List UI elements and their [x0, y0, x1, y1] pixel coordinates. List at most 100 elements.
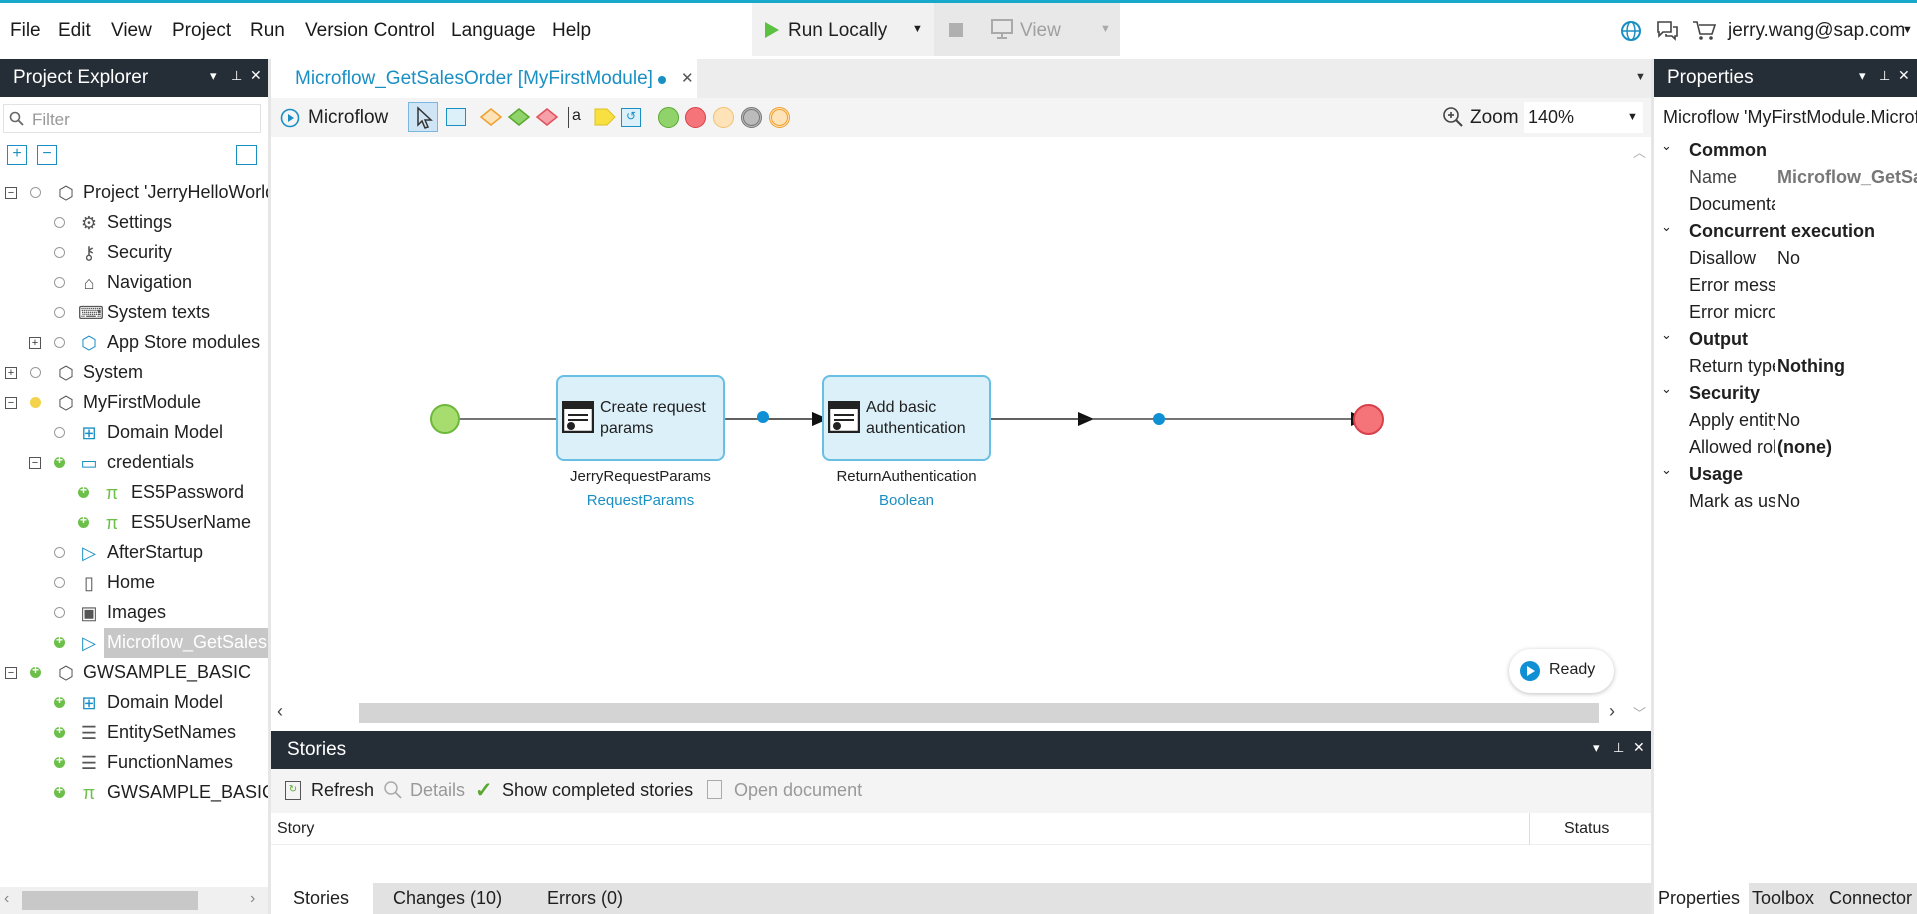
user-account[interactable]: jerry.wang@sap.com	[1728, 20, 1906, 41]
dropdown-icon[interactable]: ▾	[210, 68, 217, 83]
tree-item-entitysetnames[interactable]: ☰EntitySetNames	[0, 718, 268, 748]
menu-help[interactable]: Help	[552, 20, 592, 41]
chevron-down-icon[interactable]: ⌄	[1661, 381, 1672, 396]
tab-list-dropdown-icon[interactable]: ▼	[1635, 71, 1646, 83]
scroll-right-icon[interactable]: ›	[1609, 701, 1615, 721]
collapse-toggle-icon[interactable]: −	[5, 667, 17, 679]
zoom-select[interactable]: 140% ▼	[1524, 102, 1643, 133]
property-value[interactable]: No	[1777, 491, 1801, 511]
parameter-tool-icon[interactable]	[593, 107, 617, 127]
expand-toggle-icon[interactable]: +	[29, 337, 41, 349]
chevron-down-icon[interactable]: ▼	[1902, 24, 1913, 36]
close-icon[interactable]: ✕	[1633, 739, 1645, 755]
tab-toolbox[interactable]: Toolbox	[1752, 888, 1815, 908]
tree-item-app-store-modules[interactable]: +⬡App Store modules	[0, 328, 268, 358]
menu-view[interactable]: View	[111, 20, 152, 41]
chevron-down-icon[interactable]: ▼	[1100, 23, 1111, 35]
tree-item-security[interactable]: ⚷Security	[0, 238, 268, 268]
continue-event-tool-icon[interactable]	[741, 107, 762, 128]
property-documentation[interactable]: Documentation	[1655, 191, 1917, 218]
view-button[interactable]: View ▼	[934, 3, 1120, 56]
tree-item-project[interactable]: − ⬡Project 'JerryHelloWorld'	[0, 178, 279, 208]
tree-item-images[interactable]: ▣Images	[0, 598, 268, 628]
expand-all-icon[interactable]: +	[7, 145, 27, 165]
ready-status-badge[interactable]: Ready	[1509, 649, 1614, 693]
scroll-thumb[interactable]	[22, 891, 198, 910]
property-section-usage[interactable]: ⌄ Usage	[1655, 461, 1917, 488]
pin-icon[interactable]: ⊥	[1613, 740, 1625, 755]
chevron-down-icon[interactable]: ⌄	[1661, 138, 1672, 153]
inheritance-split-icon[interactable]	[507, 107, 531, 127]
start-event-tool-icon[interactable]	[658, 107, 679, 128]
scroll-up-icon[interactable]: ︿	[1633, 145, 1647, 160]
tab-stories[interactable]: Stories	[271, 883, 373, 914]
property-value[interactable]: (none)	[1777, 437, 1832, 457]
property-value[interactable]: Microflow_GetSalesOrder	[1777, 167, 1917, 187]
menu-run[interactable]: Run	[250, 20, 285, 41]
tree-item-microflow-getsalesorder[interactable]: ▷ Microflow_GetSalesOrder	[0, 628, 268, 658]
property-section-concurrent-execution[interactable]: ⌄ Concurrent execution	[1655, 218, 1917, 245]
property-value[interactable]: Nothing	[1777, 356, 1845, 376]
merge-tool-icon[interactable]	[535, 107, 559, 127]
property-error-microflow[interactable]: Error microflow	[1655, 299, 1917, 326]
chevron-down-icon[interactable]: ⌄	[1661, 327, 1672, 342]
property-return-type[interactable]: Return type Nothing	[1655, 353, 1917, 380]
expand-toggle-icon[interactable]: +	[5, 367, 17, 379]
scroll-right-icon[interactable]: ›	[250, 890, 256, 907]
tab-connector[interactable]: Connector	[1829, 888, 1913, 908]
globe-icon[interactable]	[1620, 20, 1642, 42]
property-section-output[interactable]: ⌄ Output	[1655, 326, 1917, 353]
error-event-tool-icon[interactable]	[713, 107, 734, 128]
cart-icon[interactable]	[1692, 19, 1716, 41]
activity-tool-icon[interactable]	[446, 108, 466, 126]
tree-item-system-texts[interactable]: ⌨System texts	[0, 298, 268, 328]
break-event-tool-icon[interactable]	[769, 107, 790, 128]
property-error-message[interactable]: Error message	[1655, 272, 1917, 299]
tree-item-credentials[interactable]: −▭credentials	[0, 448, 268, 478]
property-allowed-roles[interactable]: Allowed roles (none)	[1655, 434, 1917, 461]
decision-tool-icon[interactable]	[479, 107, 503, 127]
chevron-down-icon[interactable]: ⌄	[1661, 219, 1672, 234]
tree-item-gwsample-basic[interactable]: −⬡GWSAMPLE_BASIC	[0, 658, 268, 688]
close-icon[interactable]: ✕	[1898, 67, 1910, 83]
tree-item-myfirstmodule[interactable]: −⬡MyFirstModule	[0, 388, 268, 418]
tree-item-navigation[interactable]: ⌂Navigation	[0, 268, 268, 298]
property-value[interactable]: No	[1777, 410, 1801, 430]
property-name[interactable]: Name Microflow_GetSalesOrder	[1655, 164, 1917, 191]
filter-input[interactable]: Filter	[3, 104, 261, 133]
property-apply-entity-access[interactable]: Apply entity access No	[1655, 407, 1917, 434]
chevron-down-icon[interactable]: ▼	[912, 23, 923, 35]
tree-item-home[interactable]: ▯Home	[0, 568, 268, 598]
tree-item-system[interactable]: +⬡System	[0, 358, 268, 388]
canvas-hscrollbar[interactable]: ‹ ›	[271, 701, 1627, 724]
explorer-hscrollbar[interactable]: ‹ ›	[0, 887, 268, 914]
collapse-toggle-icon[interactable]: −	[29, 457, 41, 469]
column-header-status[interactable]: Status	[1564, 820, 1610, 837]
scroll-down-icon[interactable]: ﹀	[1633, 706, 1647, 721]
run-locally-button[interactable]: Run Locally ▼	[752, 3, 934, 56]
activity-create-request-params[interactable]: Create request params	[556, 375, 725, 461]
property-disallow[interactable]: Disallow No	[1655, 245, 1917, 272]
menu-edit[interactable]: Edit	[58, 20, 91, 41]
link-with-editor-icon[interactable]	[236, 145, 257, 165]
splitter[interactable]	[268, 59, 271, 914]
tab-properties[interactable]: Properties	[1654, 883, 1749, 914]
column-header-story[interactable]: Story	[277, 820, 315, 837]
menu-version-control[interactable]: Version Control	[305, 20, 435, 41]
menu-project[interactable]: Project	[172, 20, 232, 41]
editor-tab[interactable]: Microflow_GetSalesOrder [MyFirstModule] …	[271, 59, 697, 98]
tree-item-settings[interactable]: ⚙Settings	[0, 208, 268, 238]
property-section-security[interactable]: ⌄ Security	[1655, 380, 1917, 407]
pin-icon[interactable]: ⊥	[231, 68, 243, 83]
dropdown-icon[interactable]: ▾	[1859, 68, 1866, 83]
property-value[interactable]: No	[1777, 248, 1801, 268]
stop-icon[interactable]	[949, 23, 963, 37]
menu-file[interactable]: File	[10, 20, 41, 41]
tree-item-domain-model[interactable]: ⊞Domain Model	[0, 418, 268, 448]
scroll-left-icon[interactable]: ‹	[277, 701, 283, 721]
tab-changes[interactable]: Changes (10)	[393, 888, 503, 908]
canvas-vscrollbar[interactable]: ︿ ﹀	[1627, 137, 1651, 867]
